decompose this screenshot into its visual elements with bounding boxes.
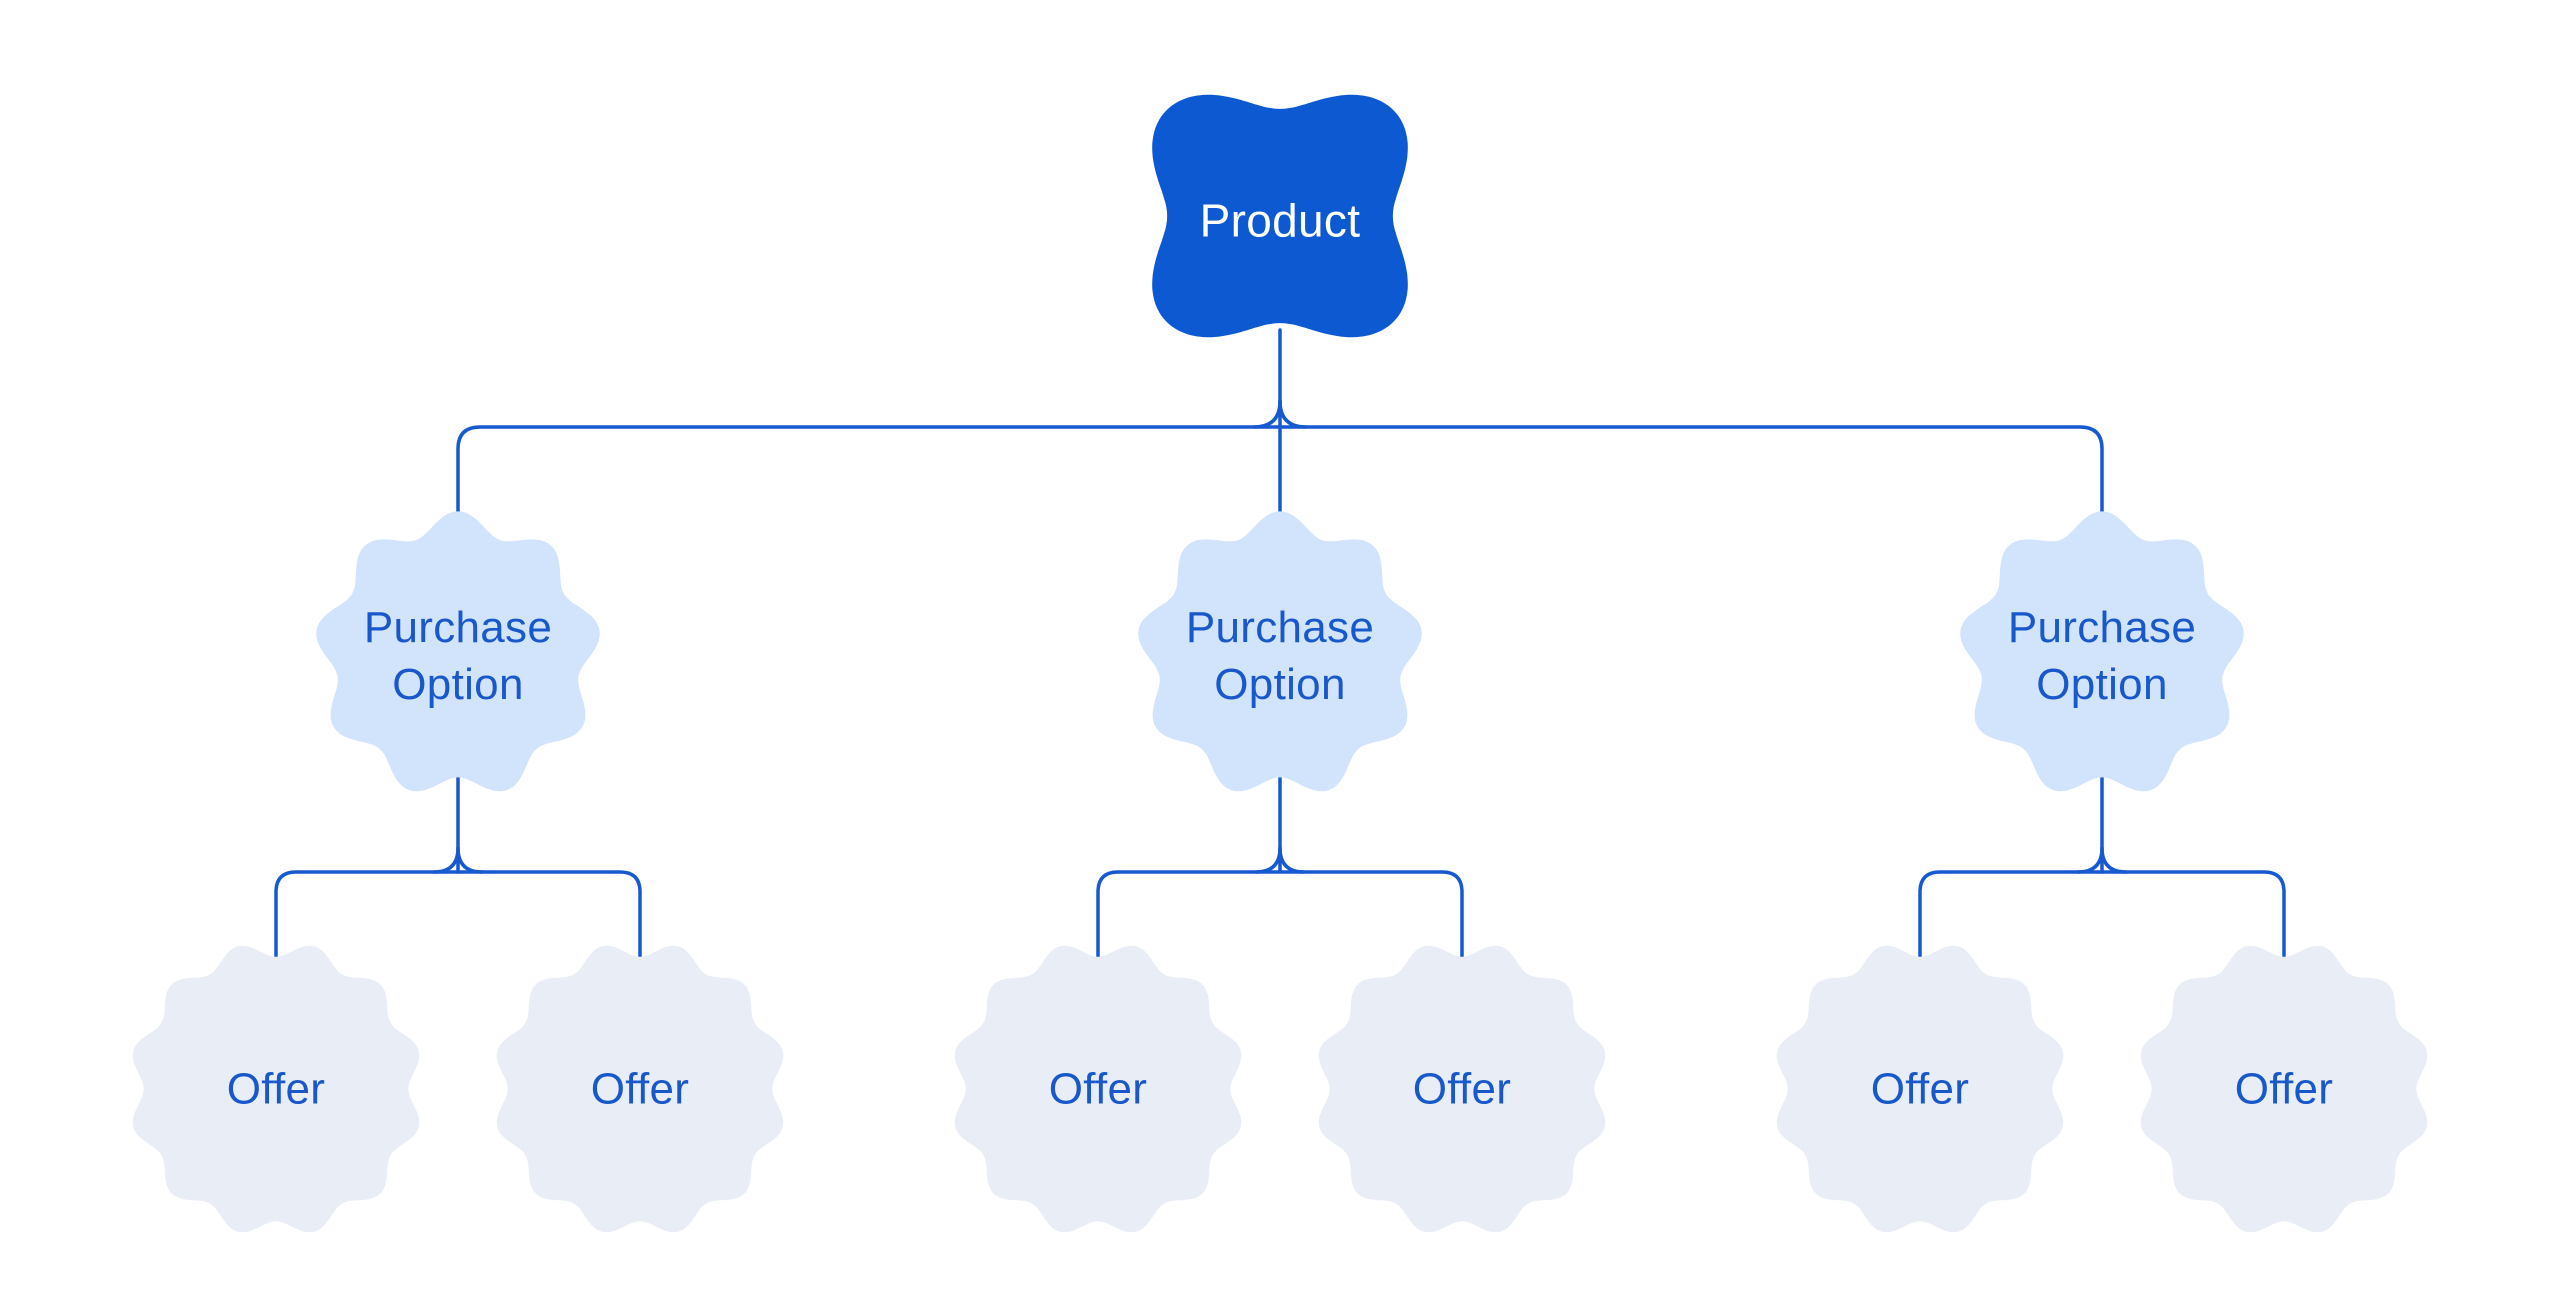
connector-level2-fillet-left-2 [1254,846,1282,874]
connector-level1-fillet-left [1252,399,1282,429]
connector-level1-fillet-right [1278,399,1308,429]
connector-level2-fillet-left-1 [432,846,460,874]
node-purchase-option-3-blob [1960,511,2244,792]
node-purchase-option-2-blob [1138,511,1422,792]
connector-level2-fillet-right-1 [456,846,484,874]
node-offer-6-blob [2140,945,2428,1233]
node-offer-4-blob [1318,945,1606,1233]
connector-level2-fillet-left-3 [2076,846,2104,874]
connector-level2-bar-2 [1096,870,1464,962]
node-product-blob [1152,94,1408,338]
node-offer-2-blob [496,945,784,1233]
node-purchase-option-1-blob [316,511,600,792]
connector-level2-bar-3 [1918,870,2286,962]
node-offer-1-blob [132,945,420,1233]
connector-level2-fillet-right-2 [1278,846,1306,874]
node-offer-3-blob [954,945,1242,1233]
connector-level2-fillet-right-3 [2100,846,2128,874]
connector-level2-bar-1 [274,870,642,962]
node-offer-5-blob [1776,945,2064,1233]
